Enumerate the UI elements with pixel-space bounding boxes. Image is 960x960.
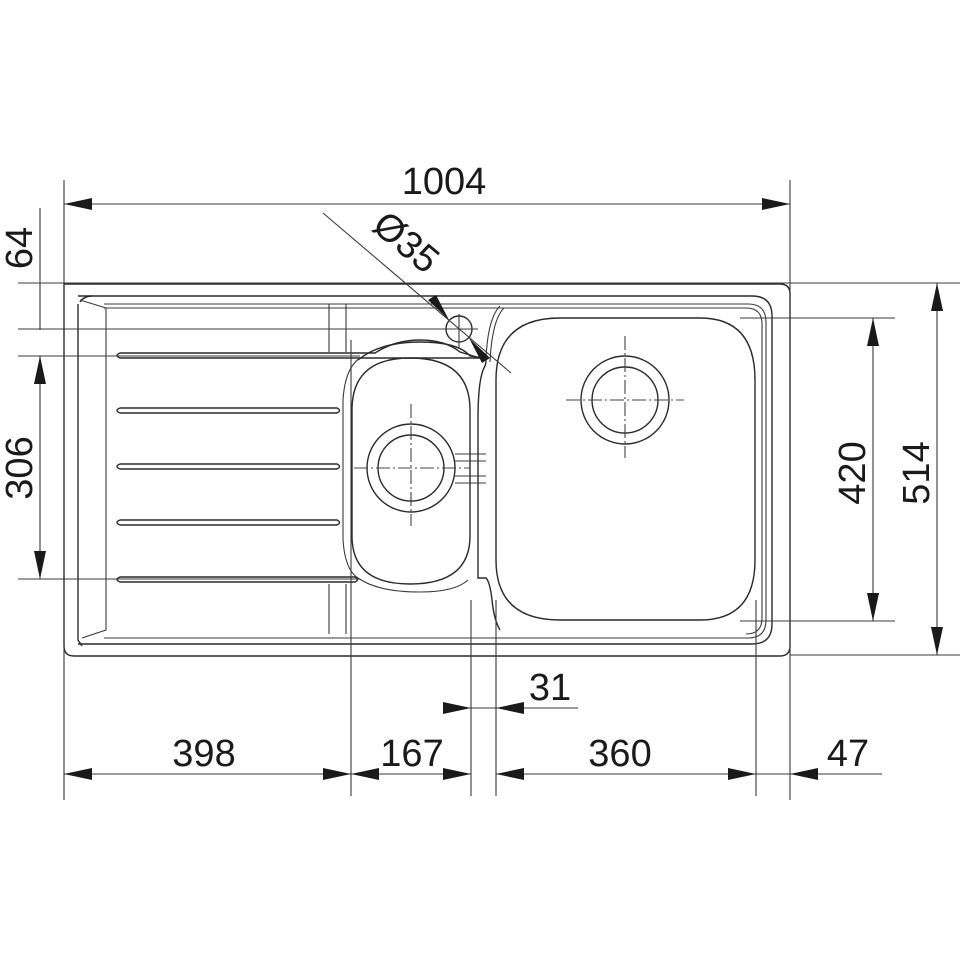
dim-drainer-rib-span: 306	[0, 356, 46, 579]
small-bowl	[342, 341, 501, 631]
small-bowl-overflow	[455, 453, 486, 484]
dim-label-bowl-divider: 31	[529, 667, 571, 709]
dim-label-drainer-rib-span: 306	[0, 436, 41, 499]
dim-overall-depth: 514	[896, 283, 943, 655]
sink-outline	[63, 283, 791, 657]
dim-tap-hole-offset: 64	[0, 227, 41, 269]
drainer-rib-3	[116, 463, 341, 470]
dim-small-bowl-width: 167	[351, 733, 471, 780]
dim-label-bowl-depth: 420	[832, 441, 874, 504]
large-bowl-drain	[566, 336, 684, 458]
dim-label-large-bowl-width: 360	[588, 733, 651, 775]
dim-label-right-rim: 47	[827, 733, 869, 775]
dim-label-drainer-width: 398	[172, 733, 235, 775]
drainer	[77, 295, 481, 647]
dim-label-small-bowl-width: 167	[380, 733, 443, 775]
drainer-rib-4	[116, 519, 341, 526]
dim-drainer-width: 398	[64, 733, 351, 780]
large-bowl	[485, 305, 756, 621]
dim-overall-width: 1004	[64, 161, 790, 210]
extension-lines	[18, 180, 960, 800]
dim-right-rim: 47	[756, 733, 882, 780]
dim-large-bowl-width: 360	[496, 733, 756, 780]
dim-bowl-divider: 31	[443, 667, 578, 714]
drainer-rib-2	[116, 407, 341, 414]
dim-label-overall-width: 1004	[402, 161, 487, 203]
dim-label-tap-hole-diameter: Ø35	[365, 204, 447, 282]
dim-label-overall-depth: 514	[896, 441, 938, 504]
dim-bowl-depth: 420	[832, 318, 879, 621]
dim-label-tap-hole-offset: 64	[0, 227, 41, 269]
small-bowl-drain	[354, 404, 470, 526]
